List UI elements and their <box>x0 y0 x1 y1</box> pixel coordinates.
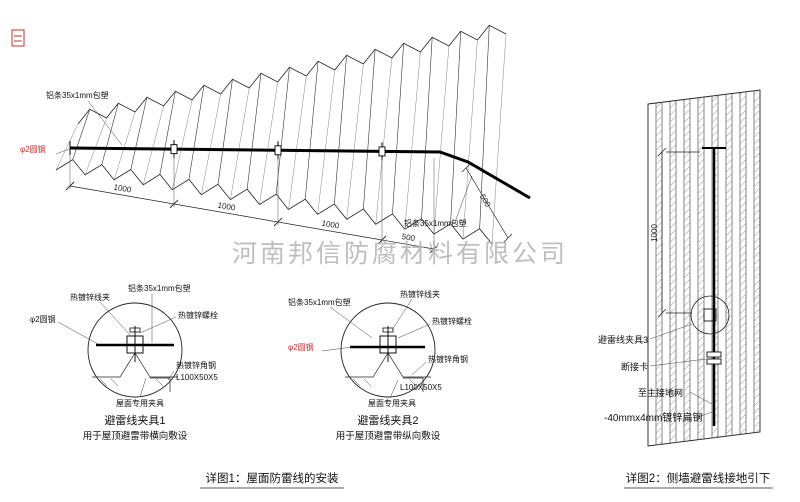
detail2-subtitle: 用于屋顶避雷带纵向敷设 <box>336 430 441 442</box>
wall-clamp3-label: 避雷线夹具3 <box>598 334 648 345</box>
detail2-angle-steel-label: 热镀锌角钢 <box>428 354 468 364</box>
wall-dim-1000: 1000 <box>650 224 659 242</box>
detail1-title: 避雷线夹具1 <box>104 413 165 427</box>
roof-labels: 铝条35x1mm包塑 φ2圆钢 铝条35x1mm包塑 <box>20 90 473 228</box>
dim-500: 500 <box>401 232 416 243</box>
detail1-angle-size-label: L100X50X5 <box>176 373 218 382</box>
roof-strip-top-label: 铝条35x1mm包塑 <box>46 90 109 100</box>
detail1-drawing <box>87 302 183 398</box>
disconnect-link-plate-bottom <box>706 358 722 365</box>
dim-500-right: 500 <box>478 193 493 210</box>
figure-captions: 详图1：屋面防雷线的安装 详图2：侧墙避雷线接地引下 <box>200 471 773 489</box>
detail2-strip-label: 铝条35x1mm包塑 <box>288 297 351 307</box>
disconnect-link-plate-top <box>706 351 722 358</box>
red-seal-mark <box>11 29 25 47</box>
detail1-roof-fixture-label: 屋面专用夹具 <box>116 398 164 408</box>
detail1-rod-label: φ2圆钢 <box>30 314 56 324</box>
detail2-labels: 铝条35x1mm包塑 热镀锌线夹 热镀锌螺栓 φ2圆钢 热镀锌角钢 L100X5… <box>288 289 472 442</box>
detail2-roof-fixture-label: 屋面专用夹具 <box>368 398 416 408</box>
detail2-drawing <box>340 302 436 398</box>
detail2-title: 避雷线夹具2 <box>357 413 418 427</box>
wall-labels: 避雷线夹具3 断接卡 至主接地网 -40mmx4mm镀锌扁钢 <box>598 323 713 424</box>
wall-dimension: 1000 <box>650 147 700 318</box>
wall-to-ground-label: 至主接地网 <box>638 387 683 398</box>
wall-clamp-detail-circle <box>690 295 730 335</box>
figure1-caption: 详图1：屋面防雷线的安装 <box>206 471 339 485</box>
detail1-wire-clamp-label: 热镀锌线夹 <box>70 292 110 302</box>
figure2-caption: 详图2：侧墙避雷线接地引下 <box>626 471 770 485</box>
detail2-wire-clamp-label: 热镀锌线夹 <box>400 289 440 299</box>
detail2-angle-size-label: L100X50X5 <box>400 383 442 392</box>
detail1-subtitle: 用于屋顶避雷带横向敷设 <box>83 430 188 442</box>
detail2-rod-label: φ2圆钢 <box>288 342 314 352</box>
dim-1000-b: 1000 <box>217 201 237 213</box>
wall-flat-steel-label: -40mmx4mm镀锌扁钢 <box>604 411 702 424</box>
lightning-wire <box>69 141 531 200</box>
roof-strip-bottom-label: 铝条35x1mm包塑 <box>404 218 467 228</box>
roof-right-dimension: 500 <box>461 163 513 243</box>
dim-1000-a: 1000 <box>113 183 133 195</box>
roof-rod-label: φ2圆钢 <box>20 144 46 154</box>
detail1-labels: 热镀锌线夹 铝条35x1mm包塑 热镀锌螺栓 φ2圆钢 热镀锌角钢 L100X5… <box>30 283 218 442</box>
roof-dimension <box>65 154 439 254</box>
roof-sheet <box>55 24 507 245</box>
wall-disconnect-label: 断接卡 <box>621 361 648 372</box>
detail2-bolt-label: 热镀锌螺栓 <box>432 316 472 326</box>
detail1-strip-label: 铝条35x1mm包塑 <box>128 283 191 293</box>
roof-dimension-labels: 1000 1000 1000 500 <box>113 183 416 244</box>
company-watermark: 河南邦信防腐材料有限公司 <box>232 240 568 268</box>
down-conductor <box>690 147 730 426</box>
dim-1000-c: 1000 <box>321 219 341 231</box>
detail1-bolt-label: 热镀锌螺栓 <box>178 310 218 320</box>
detail1-angle-steel-label: 热镀锌角钢 <box>176 360 216 370</box>
